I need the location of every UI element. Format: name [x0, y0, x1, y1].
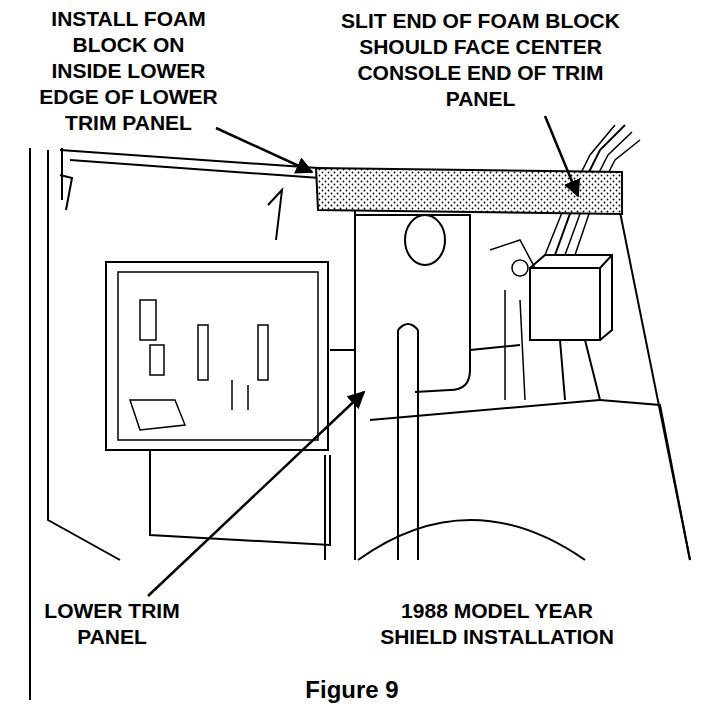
callout-label: 1988 MODEL YEAR SHIELD INSTALLATION — [372, 598, 622, 650]
callout-label: INSTALL FOAM BLOCK ON INSIDE LOWER EDGE … — [37, 6, 220, 136]
figure-caption: Figure 9 — [202, 676, 502, 704]
callout-label: LOWER TRIM PANEL — [32, 598, 192, 650]
callout-label: SLIT END OF FOAM BLOCK SHOULD FACE CENTE… — [338, 8, 623, 112]
